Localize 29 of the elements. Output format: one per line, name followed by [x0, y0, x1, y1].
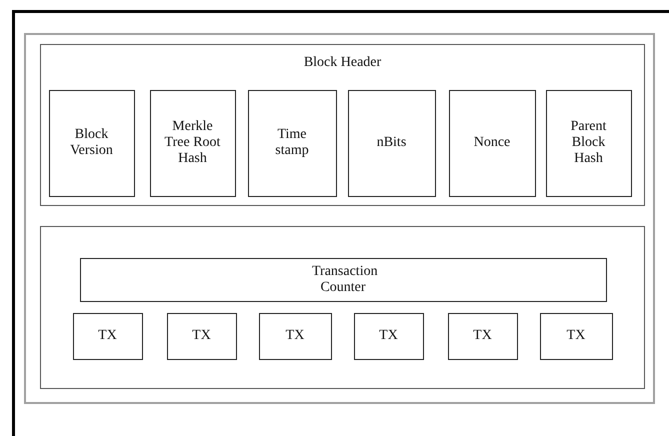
field-box	[540, 312, 612, 360]
field-box	[354, 312, 424, 360]
field-box	[80, 258, 606, 302]
group-box	[40, 44, 645, 206]
field-box	[150, 90, 236, 196]
field-label: Block Version	[69, 127, 114, 159]
field-label: nBits	[376, 135, 406, 151]
field-box	[248, 90, 336, 196]
field-box	[348, 90, 436, 196]
container-box	[24, 33, 655, 404]
field-box	[258, 312, 332, 360]
field-box	[166, 312, 236, 360]
container-box	[40, 226, 645, 389]
group-heading: Block Header	[304, 55, 382, 71]
field-label: Time stamp	[274, 127, 310, 159]
field-label: TX	[473, 328, 492, 344]
field-label: Merkle Tree Root Hash	[164, 119, 222, 167]
field-box	[546, 90, 632, 196]
field-label: TX	[286, 328, 304, 344]
field-label: TX	[98, 328, 117, 344]
field-box	[72, 312, 142, 360]
field-label: TX	[379, 328, 398, 344]
field-label: TX	[566, 328, 586, 344]
field-box	[448, 312, 518, 360]
field-label: TX	[192, 328, 211, 344]
field-label: Nonce	[474, 135, 510, 151]
field-label: Parent Block Hash	[570, 119, 608, 167]
field-box	[48, 90, 134, 196]
field-box	[448, 90, 536, 196]
